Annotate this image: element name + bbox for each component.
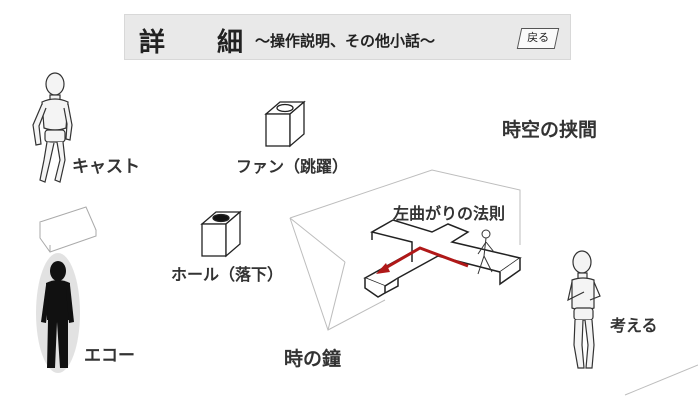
page-title-char1: 詳 [139, 28, 167, 58]
fan-cube-icon [264, 100, 306, 148]
walker-figure-icon [477, 229, 495, 275]
time-bell-link[interactable]: 時の鐘 [284, 348, 342, 370]
back-button[interactable]: 戻る [516, 28, 560, 49]
echo-figure-icon [36, 253, 80, 373]
cross-icon [363, 219, 522, 298]
think-mannequin-icon [567, 250, 601, 369]
page-subtitle: ～操作説明、その他小話～ [255, 32, 436, 50]
back-button-label: 戻る [527, 31, 550, 44]
left-turn-arrow [381, 246, 469, 272]
fan-link[interactable]: ファン（跳躍） [236, 157, 349, 176]
room-outline [289, 169, 698, 396]
echo-link[interactable]: エコー [84, 346, 135, 366]
arrow-head [376, 263, 390, 274]
hole-link[interactable]: ホール（落下） [171, 265, 284, 284]
page-title-char2: 細 [217, 28, 244, 58]
hole-cube-icon [200, 210, 242, 258]
spacetime-gap-link[interactable]: 時空の挟間 [502, 119, 598, 141]
header-bar: 詳 細 ～操作説明、その他小話～ [124, 14, 571, 60]
think-link[interactable]: 考える [610, 316, 658, 335]
wire-box-icon [39, 206, 97, 253]
cast-mannequin-icon [32, 72, 73, 183]
left-turn-rule-link[interactable]: 左曲がりの法則 [393, 204, 506, 223]
cast-link[interactable]: キャスト [72, 157, 140, 177]
